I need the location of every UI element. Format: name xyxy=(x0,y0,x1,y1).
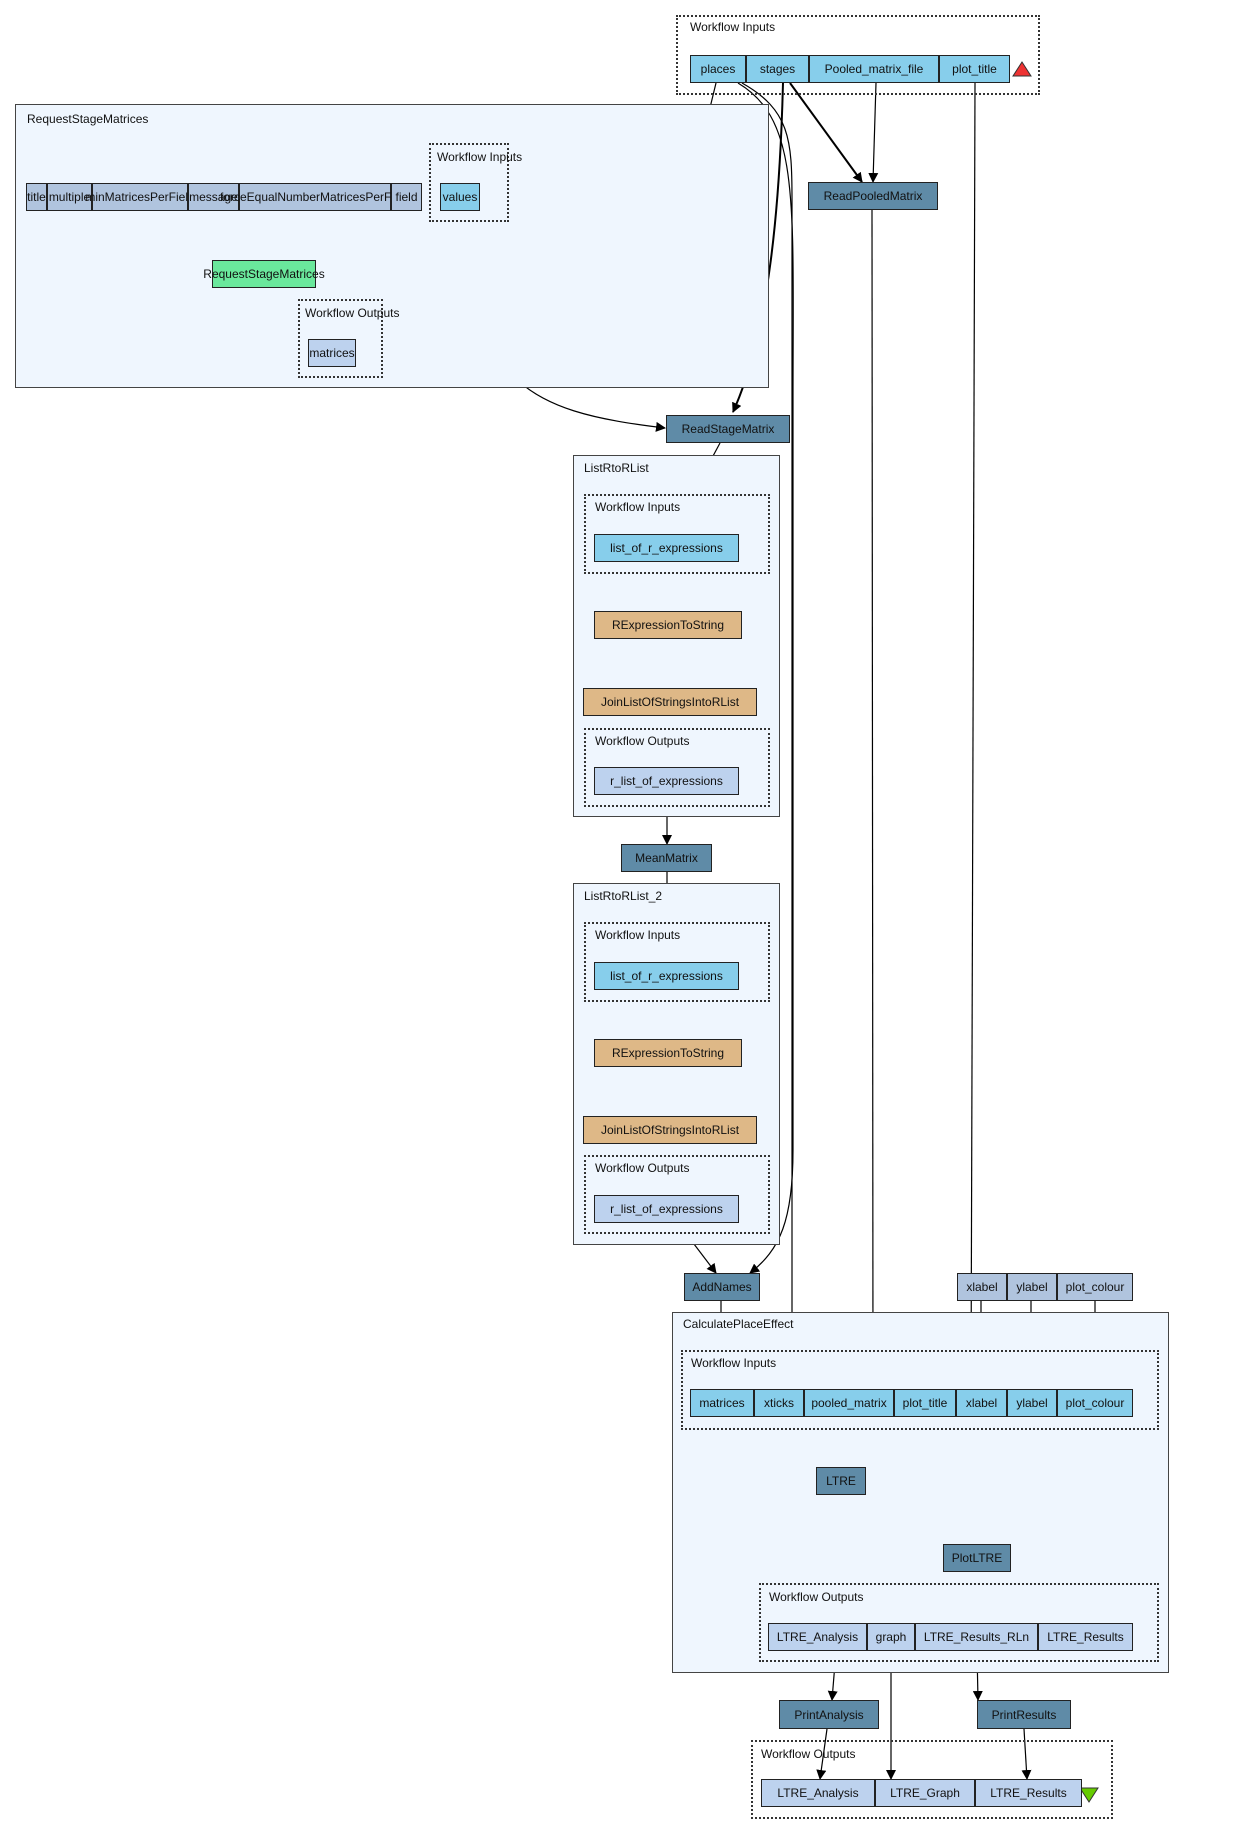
workflow-outputs-label: Workflow Outputs xyxy=(761,1747,856,1761)
cluster-title: RequestStageMatrices xyxy=(27,112,149,126)
print-analysis-node[interactable]: PrintAnalysis xyxy=(779,1700,879,1729)
edge-readpooled-pooledmatrix xyxy=(867,209,878,1390)
workflow-inputs-label: Workflow Inputs xyxy=(691,1356,777,1370)
input-ylabel[interactable]: ylabel xyxy=(1007,1389,1057,1417)
request-stage-matrices-node[interactable]: RequestStageMatrices xyxy=(203,260,325,288)
final-output-ltre-analysis[interactable]: LTRE_Analysis xyxy=(761,1779,875,1807)
constant-multiple[interactable]: multiple xyxy=(47,183,92,211)
input-values[interactable]: values xyxy=(440,183,480,211)
edge-plottitle-plottitle xyxy=(966,82,977,1390)
constant-field[interactable]: field xyxy=(391,183,422,211)
workflow-inputs-group xyxy=(584,494,770,574)
input-xlabel[interactable]: xlabel xyxy=(956,1389,1007,1417)
output-ltre-results[interactable]: LTRE_Results xyxy=(1038,1623,1133,1651)
input-pooled-matrix-file[interactable]: Pooled_matrix_file xyxy=(809,55,939,83)
workflow-outputs-group xyxy=(584,728,770,807)
constant-title[interactable]: title xyxy=(26,183,47,211)
output-r-list-of-expressions[interactable]: r_list_of_expressions xyxy=(594,767,739,795)
workflow-outputs-label: Workflow Outputs xyxy=(305,306,400,320)
workflow-outputs-group xyxy=(759,1583,1159,1662)
cluster-calculate-place-effect xyxy=(672,1312,1169,1673)
constant-force-equal-number[interactable]: forceEqualNumberMatricesPerField xyxy=(220,183,410,211)
print-results-node[interactable]: PrintResults xyxy=(977,1700,1071,1729)
ltre-node[interactable]: LTRE xyxy=(816,1467,866,1495)
input-pooled-matrix[interactable]: pooled_matrix xyxy=(804,1389,894,1417)
mean-matrix-node[interactable]: MeanMatrix xyxy=(621,844,712,872)
constant-min-matrices-per-field[interactable]: minMatricesPerField xyxy=(85,183,195,211)
read-pooled-matrix-node[interactable]: ReadPooledMatrix xyxy=(808,182,938,210)
workflow-outputs-label: Workflow Outputs xyxy=(595,1161,690,1175)
workflow-outputs-group xyxy=(584,1155,770,1234)
rexpression-to-string-node-2[interactable]: RExpressionToString xyxy=(594,1039,742,1067)
input-list-of-r-expressions[interactable]: list_of_r_expressions xyxy=(594,534,739,562)
workflow-outputs-label: Workflow Outputs xyxy=(595,734,690,748)
plot-ltre-node[interactable]: PlotLTRE xyxy=(943,1544,1011,1572)
workflow-inputs-label: Workflow Inputs xyxy=(595,928,681,942)
cluster-title: ListRtoRList_2 xyxy=(584,889,663,903)
cluster-title: ListRtoRList xyxy=(584,461,649,475)
edge-stages-readpooledmatrix xyxy=(789,82,863,183)
input-list-of-r-expressions-2[interactable]: list_of_r_expressions xyxy=(594,962,739,990)
cluster-title: CalculatePlaceEffect xyxy=(683,1317,794,1331)
read-stage-matrix-node[interactable]: ReadStageMatrix xyxy=(666,415,790,443)
join-list-of-strings-node[interactable]: JoinListOfStringsIntoRList xyxy=(583,688,757,716)
input-matrices[interactable]: matrices xyxy=(690,1389,754,1417)
output-matrices[interactable]: matrices xyxy=(308,339,356,367)
input-places[interactable]: places xyxy=(690,55,746,83)
input-plot-colour[interactable]: plot_colour xyxy=(1057,1389,1133,1417)
constant-ylabel[interactable]: ylabel xyxy=(1007,1273,1057,1301)
edge-printresults-ltreresults xyxy=(1021,1728,1032,1780)
input-stages[interactable]: stages xyxy=(746,55,809,83)
cluster-request-stage-matrices xyxy=(15,104,769,388)
output-ltre-results-rln[interactable]: LTRE_Results_RLn xyxy=(915,1623,1038,1651)
constant-plot-colour[interactable]: plot_colour xyxy=(1057,1273,1133,1301)
workflow-inputs-label: Workflow Inputs xyxy=(690,20,776,34)
input-xticks[interactable]: xticks xyxy=(754,1389,804,1417)
workflow-inputs-group xyxy=(584,922,770,1002)
workflow-inputs-group xyxy=(429,143,509,222)
output-r-list-of-expressions-2[interactable]: r_list_of_expressions xyxy=(594,1195,739,1223)
final-output-ltre-results[interactable]: LTRE_Results xyxy=(975,1779,1082,1807)
workflow-inputs-group xyxy=(681,1350,1159,1430)
workflow-inputs-group xyxy=(676,15,1040,95)
workflow-outputs-group xyxy=(751,1740,1113,1819)
workflow-inputs-label: Workflow Inputs xyxy=(437,150,523,164)
constant-message[interactable]: message xyxy=(188,183,239,211)
join-list-of-strings-node-2[interactable]: JoinListOfStringsIntoRList xyxy=(583,1116,757,1144)
rexpression-to-string-node[interactable]: RExpressionToString xyxy=(594,611,742,639)
add-names-node[interactable]: AddNames xyxy=(684,1273,760,1301)
input-plot-title-cpe[interactable]: plot_title xyxy=(894,1389,956,1417)
input-plot-title[interactable]: plot_title xyxy=(939,55,1010,83)
workflow-outputs-label: Workflow Outputs xyxy=(769,1590,864,1604)
output-graph[interactable]: graph xyxy=(867,1623,915,1651)
edge-pooled-file-readpooledmatrix xyxy=(868,82,879,183)
final-output-ltre-graph[interactable]: LTRE_Graph xyxy=(875,1779,975,1807)
edge-printanalysis-ltreanalysis xyxy=(816,1728,828,1780)
workflow-outputs-group xyxy=(298,299,383,378)
constant-xlabel[interactable]: xlabel xyxy=(957,1273,1007,1301)
output-ltre-analysis[interactable]: LTRE_Analysis xyxy=(768,1623,867,1651)
workflow-inputs-label: Workflow Inputs xyxy=(595,500,681,514)
